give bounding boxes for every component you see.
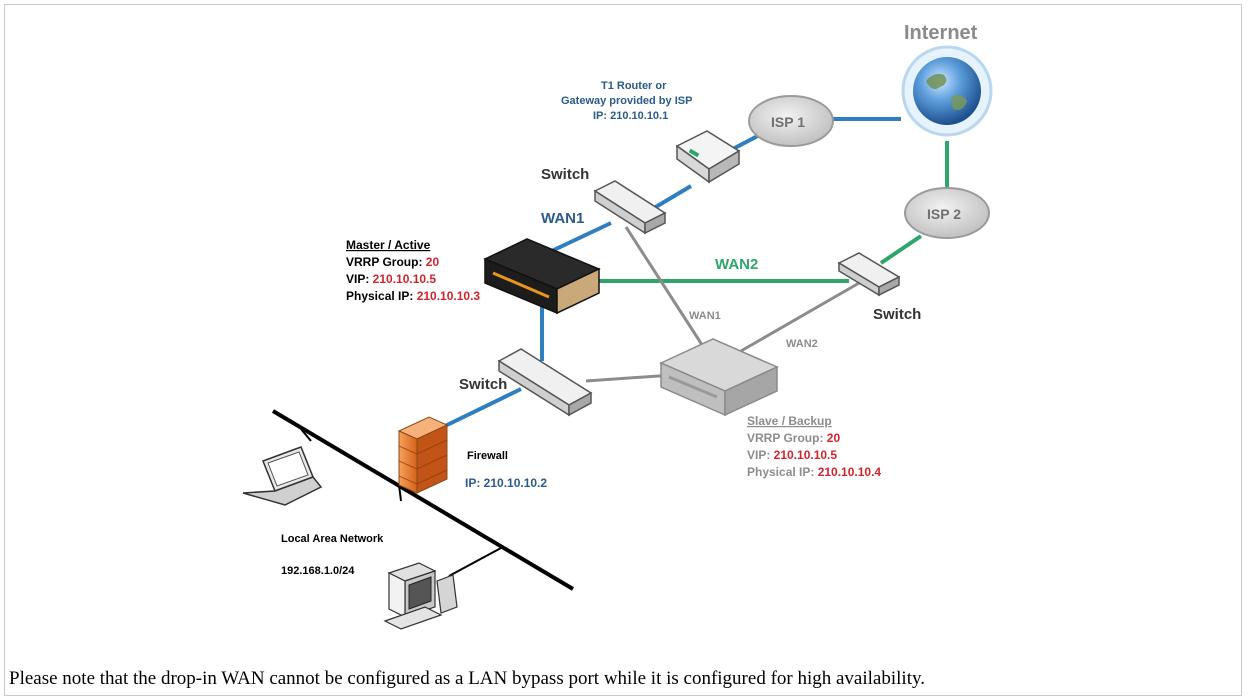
master-device-icon <box>483 238 601 315</box>
slave-device-icon <box>659 338 779 417</box>
wan2-label: WAN2 <box>715 256 758 273</box>
master-info: Master / Active VRRP Group: 20 VIP: 210.… <box>346 238 480 303</box>
svg-text:Slave / Backup: Slave / Backup <box>747 414 832 428</box>
switch-wan2-label: Switch <box>873 306 921 323</box>
svg-text:Gateway provided by ISP: Gateway provided by ISP <box>561 95 692 107</box>
svg-text:Master / Active: Master / Active <box>346 238 431 252</box>
lan-bus <box>271 409 575 591</box>
switch-lan-icon <box>497 348 593 417</box>
switch-wan2-icon <box>837 252 901 297</box>
switch-wan1-icon <box>593 180 667 235</box>
router-label: T1 Router or Gateway provided by ISP IP:… <box>561 80 692 122</box>
desktop-pc-icon <box>383 562 458 630</box>
svg-text:VRRP Group: 20: VRRP Group: 20 <box>346 255 439 269</box>
laptop-icon <box>242 446 323 506</box>
isp2-cloud: ISP 2 <box>904 187 990 239</box>
wan1-label: WAN1 <box>541 210 584 227</box>
firewall-label: Firewall <box>467 450 508 462</box>
svg-text:Physical IP: 210.10.10.4: Physical IP: 210.10.10.4 <box>747 465 881 479</box>
internet-globe-icon <box>901 45 993 137</box>
svg-text:VRRP Group: 20: VRRP Group: 20 <box>747 431 840 445</box>
svg-text:T1 Router or: T1 Router or <box>601 80 667 92</box>
switch-lan-label: Switch <box>459 376 507 393</box>
link-switch-isp2 <box>879 234 923 265</box>
diagram-frame: Internet ISP 1 ISP 2 T1 Router or Gatewa… <box>4 4 1242 696</box>
lan-label: Local Area Network <box>281 533 384 545</box>
slave-wan2-label: WAN2 <box>786 338 818 350</box>
switch-wan1-label: Switch <box>541 166 589 183</box>
svg-text:ISP 2: ISP 2 <box>927 206 961 222</box>
network-diagram: Internet ISP 1 ISP 2 T1 Router or Gatewa… <box>242 22 993 630</box>
lan-subnet-label: 192.168.1.0/24 <box>281 565 355 577</box>
svg-text:ISP 1: ISP 1 <box>771 114 805 130</box>
svg-text:Physical IP: 210.10.10.3: Physical IP: 210.10.10.3 <box>346 289 480 303</box>
svg-text:VIP: 210.10.10.5: VIP: 210.10.10.5 <box>747 448 837 462</box>
slave-info: Slave / Backup VRRP Group: 20 VIP: 210.1… <box>747 414 881 479</box>
isp1-cloud: ISP 1 <box>748 95 834 147</box>
link-lanswitch-firewall <box>444 387 522 428</box>
caption-text: Please note that the drop-in WAN cannot … <box>9 668 925 689</box>
link-slave-wan2 <box>740 277 867 353</box>
firewall-icon <box>397 416 449 494</box>
links <box>444 117 949 428</box>
svg-text:VIP: 210.10.10.5: VIP: 210.10.10.5 <box>346 272 436 286</box>
router-icon <box>675 130 741 184</box>
slave-wan1-label: WAN1 <box>689 310 721 322</box>
svg-text:IP: 210.10.10.1: IP: 210.10.10.1 <box>593 110 668 122</box>
firewall-ip-label: IP: 210.10.10.2 <box>465 476 547 490</box>
link-slave-wan1 <box>624 226 708 352</box>
link-slave-lanswitch <box>585 373 674 383</box>
internet-label: Internet <box>904 22 978 44</box>
